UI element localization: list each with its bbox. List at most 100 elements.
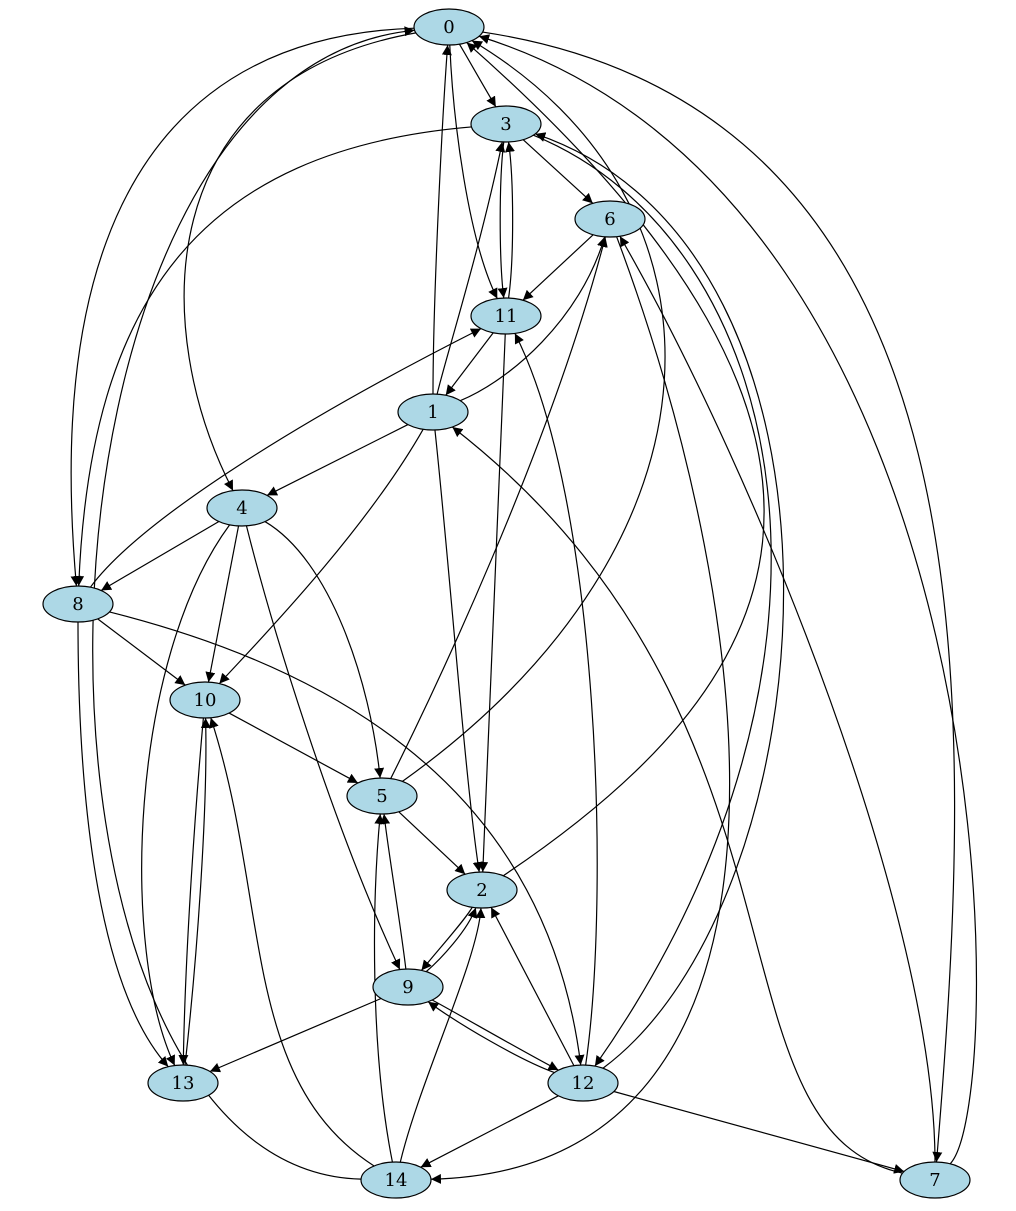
edge-5-to-6 (390, 236, 608, 779)
node-label: 12 (572, 1073, 595, 1094)
edge-12-to-2 (490, 907, 575, 1066)
edge-9-to-2 (425, 907, 478, 973)
node-ellipse (413, 8, 485, 46)
edge-14-to-5 (373, 813, 394, 1163)
edge-4-to-10 (205, 525, 240, 683)
edge-1-to-10 (218, 428, 424, 684)
node-8: 8 (42, 585, 114, 623)
edge-8-to-13 (77, 621, 169, 1068)
edge-0-to-8 (70, 27, 415, 587)
node-5: 5 (346, 777, 418, 815)
edge-5-to-2 (398, 811, 466, 875)
edge-11-to-3 (505, 141, 515, 299)
node-label: 8 (72, 594, 83, 615)
edge-7-to-1 (451, 426, 903, 1174)
node-12: 12 (547, 1064, 619, 1102)
edge-10-to-13 (178, 717, 204, 1066)
node-2: 2 (446, 871, 518, 909)
edge-7-to-6 (619, 235, 936, 1163)
edge-12-to-7 (613, 1090, 905, 1174)
edge-8-to-11 (89, 328, 482, 588)
edge-8-to-12 (109, 611, 585, 1066)
node-label: 1 (427, 402, 438, 423)
edge-0-to-3 (458, 43, 497, 108)
edge-3-to-8 (74, 126, 472, 587)
node-1: 1 (397, 393, 469, 431)
node-label: 14 (385, 1170, 408, 1191)
edge-4-to-5 (264, 521, 385, 779)
node-ellipse (397, 393, 469, 431)
node-0: 0 (413, 8, 485, 46)
edge-2-to-9 (421, 906, 473, 971)
node-label: 0 (443, 17, 454, 38)
edge-3-to-11 (497, 141, 508, 299)
edge-6-to-11 (522, 234, 594, 301)
edge-1-to-4 (266, 424, 409, 496)
node-label: 9 (402, 977, 413, 998)
node-3: 3 (470, 105, 542, 143)
node-ellipse (372, 968, 444, 1006)
node-14: 14 (360, 1161, 432, 1199)
node-ellipse (42, 585, 114, 623)
node-label: 3 (500, 114, 511, 135)
node-label: 2 (476, 880, 487, 901)
edge-11-to-2 (478, 333, 506, 873)
node-label: 10 (194, 690, 217, 711)
node-11: 11 (470, 297, 542, 335)
edge-0-to-4 (183, 32, 417, 491)
node-ellipse (574, 200, 646, 238)
node-label: 4 (236, 498, 247, 519)
edge-7-to-0 (478, 34, 978, 1165)
edge-14-to-10 (209, 717, 375, 1167)
node-ellipse (346, 777, 418, 815)
node-ellipse (446, 871, 518, 909)
edge-9-to-13 (209, 997, 382, 1073)
node-4: 4 (206, 489, 278, 527)
edge-4-to-8 (100, 521, 220, 591)
edge-4-to-13 (141, 524, 231, 1066)
node-ellipse (360, 1161, 432, 1199)
edge-8-to-10 (97, 618, 186, 686)
edge-1-to-2 (434, 429, 483, 873)
edge-12-to-3 (535, 132, 785, 1069)
edge-3-to-6 (522, 139, 594, 204)
edge-11-to-1 (445, 332, 494, 396)
node-label: 13 (172, 1073, 195, 1094)
node-label: 11 (495, 306, 518, 327)
node-ellipse (169, 681, 241, 719)
edge-1-to-0 (432, 44, 452, 395)
edge-13-to-10 (184, 717, 211, 1066)
node-ellipse (206, 489, 278, 527)
node-9: 9 (372, 968, 444, 1006)
node-ellipse (470, 297, 542, 335)
edge-10-to-5 (228, 712, 359, 784)
node-label: 5 (376, 786, 387, 807)
edge-0-to-7 (482, 31, 956, 1163)
edge-9-to-12 (431, 999, 559, 1071)
edge-1-to-6 (459, 236, 607, 402)
edge-14-to-2 (399, 907, 486, 1163)
edges-layer (70, 26, 978, 1184)
node-ellipse (547, 1064, 619, 1102)
edge-12-to-9 (427, 1001, 555, 1074)
edge-12-to-11 (514, 333, 598, 1066)
node-ellipse (899, 1161, 971, 1199)
node-label: 6 (604, 209, 615, 230)
edge-14-to-0 (92, 26, 415, 1180)
node-label: 7 (929, 1170, 940, 1191)
edge-12-to-14 (420, 1095, 559, 1168)
node-10: 10 (169, 681, 241, 719)
edge-3-to-12 (533, 134, 772, 1067)
edge-1-to-3 (436, 141, 506, 395)
node-13: 13 (147, 1064, 219, 1102)
node-ellipse (470, 105, 542, 143)
edge-6-to-14 (430, 236, 731, 1184)
edge-4-to-9 (245, 525, 401, 970)
node-6: 6 (574, 200, 646, 238)
edge-9-to-5 (380, 813, 407, 970)
node-7: 7 (899, 1161, 971, 1199)
edge-0-to-11 (449, 44, 498, 299)
node-ellipse (147, 1064, 219, 1102)
